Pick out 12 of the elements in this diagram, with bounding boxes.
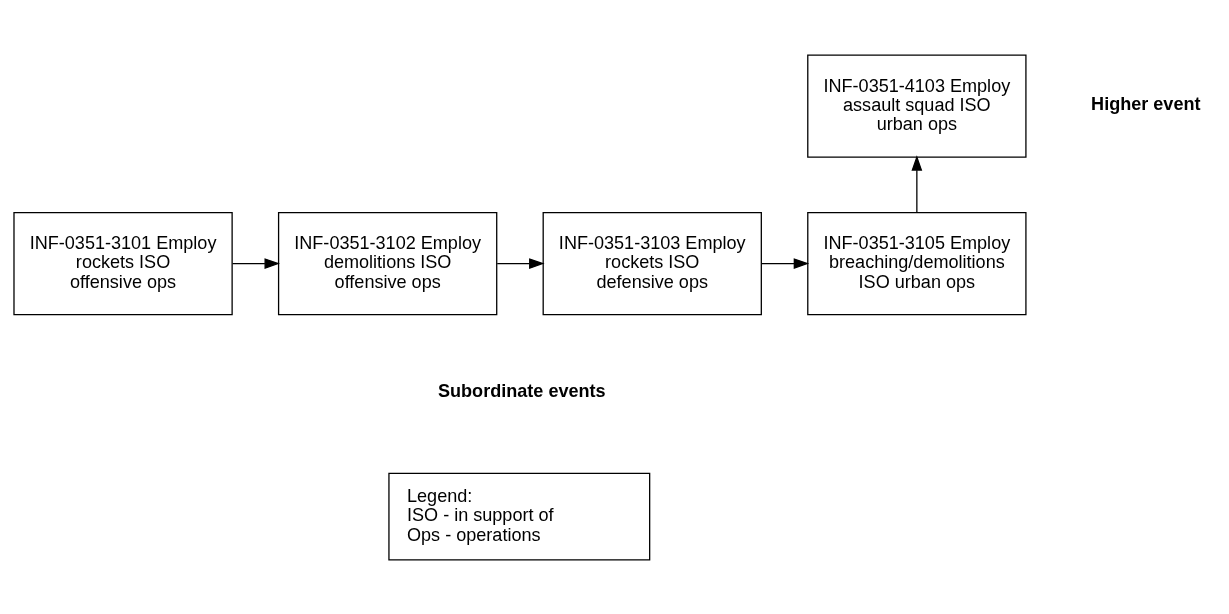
node-box: Legend: ISO - in support of Ops - operations <box>388 472 651 560</box>
node-box: INF-0351-3102 Employ demolitions ISO offensive ops <box>277 211 498 315</box>
node-box: INF-0351-4103 Employ assault squad ISO urban ops <box>807 54 1027 158</box>
node-box: INF-0351-3105 Employ breaching/demolitions ISO urban ops <box>807 211 1027 315</box>
arrow <box>496 257 545 269</box>
label: Higher event <box>1091 93 1201 114</box>
node-box: INF-0351-3103 Employ rockets ISO defensive ops <box>542 211 762 315</box>
node-box: INF-0351-3101 Employ rockets ISO offensive ops <box>13 211 233 315</box>
arrow <box>911 154 923 213</box>
arrow <box>231 257 280 269</box>
label: Subordinate events <box>437 380 606 401</box>
arrow <box>761 257 810 269</box>
